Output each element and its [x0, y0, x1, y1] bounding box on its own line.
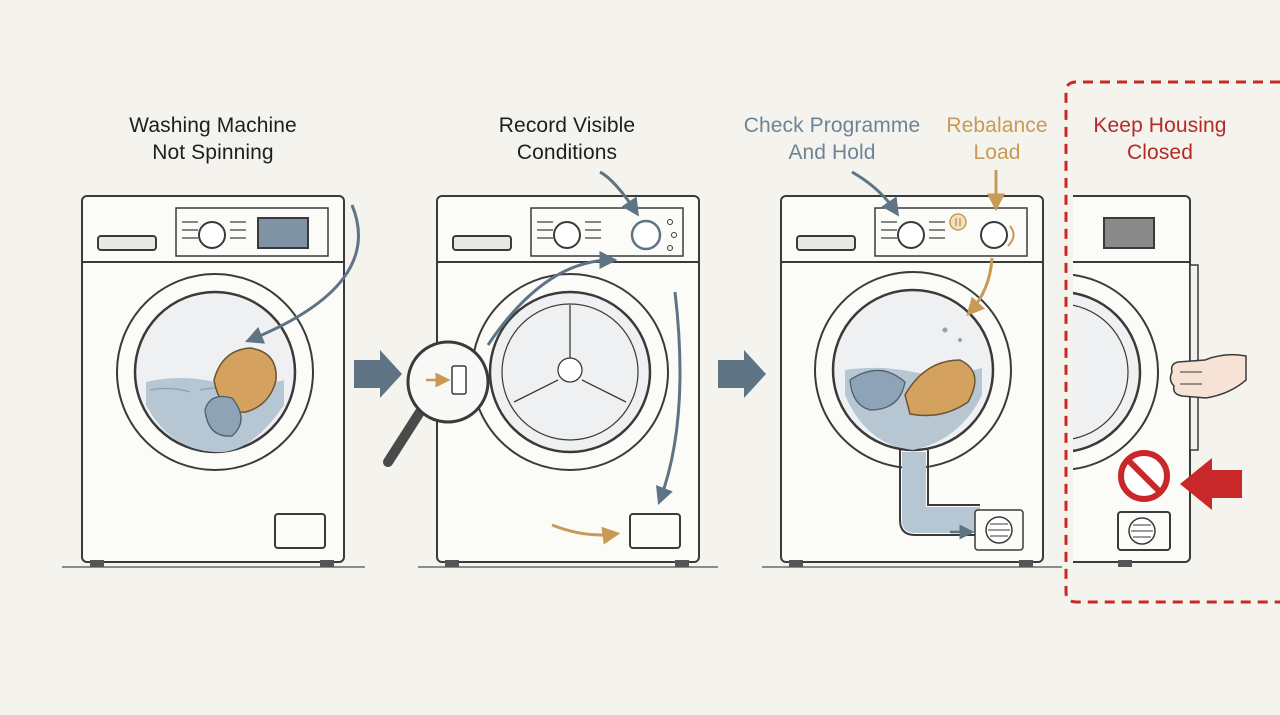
filter-cover [274, 513, 326, 549]
step-3-title-line-2: And Hold [788, 141, 876, 164]
detergent-drawer [97, 235, 157, 251]
washing-machine-3 [780, 195, 1044, 567]
step-4-title-line-2: Load [973, 141, 1021, 164]
arrow-1-icon [244, 204, 360, 344]
step-2-title-line-2: Conditions [516, 141, 618, 164]
step-5-title-line-2: Closed [1127, 141, 1193, 164]
step-5-title: Keep Housing Closed [1074, 112, 1246, 166]
step-1-title-line-2: Not Spinning [152, 141, 274, 164]
next-step-arrow-icon [718, 350, 766, 398]
step-2-title: Record Visible Conditions [470, 112, 664, 166]
display-panel [257, 217, 309, 249]
highlighted-dial [630, 219, 662, 251]
step-3-title-line-1: Check Programme [743, 114, 921, 137]
washing-machine-1 [81, 195, 345, 567]
next-step-arrow-icon [354, 350, 402, 398]
magnifying-glass-icon [383, 340, 490, 467]
step-3-title: Check Programme And Hold [722, 112, 942, 166]
pause-icon [949, 213, 967, 231]
step-4-title: Rebalance Load [932, 112, 1062, 166]
step-2-title-line-1: Record Visible [498, 114, 636, 137]
arrow-3-icon [599, 170, 639, 217]
step-1-title: Washing Machine Not Spinning [100, 112, 326, 166]
arrow-6-icon [851, 170, 899, 217]
step-5-title-line-1: Keep Housing [1093, 114, 1227, 137]
arrow-5-icon [551, 523, 621, 545]
warning-arrow-icon [1180, 458, 1242, 510]
arrow-8-icon [966, 257, 994, 316]
hand-icon [1169, 353, 1247, 399]
arrow-4-icon [655, 291, 682, 506]
warning-frame [1064, 80, 1280, 604]
arrow-2-icon [486, 251, 618, 346]
drain-hose [902, 452, 980, 533]
prohibited-icon [1118, 450, 1170, 502]
programme-dial [198, 221, 226, 249]
step-1-title-line-1: Washing Machine [129, 114, 297, 137]
step-4-title-line-1: Rebalance [946, 114, 1048, 137]
